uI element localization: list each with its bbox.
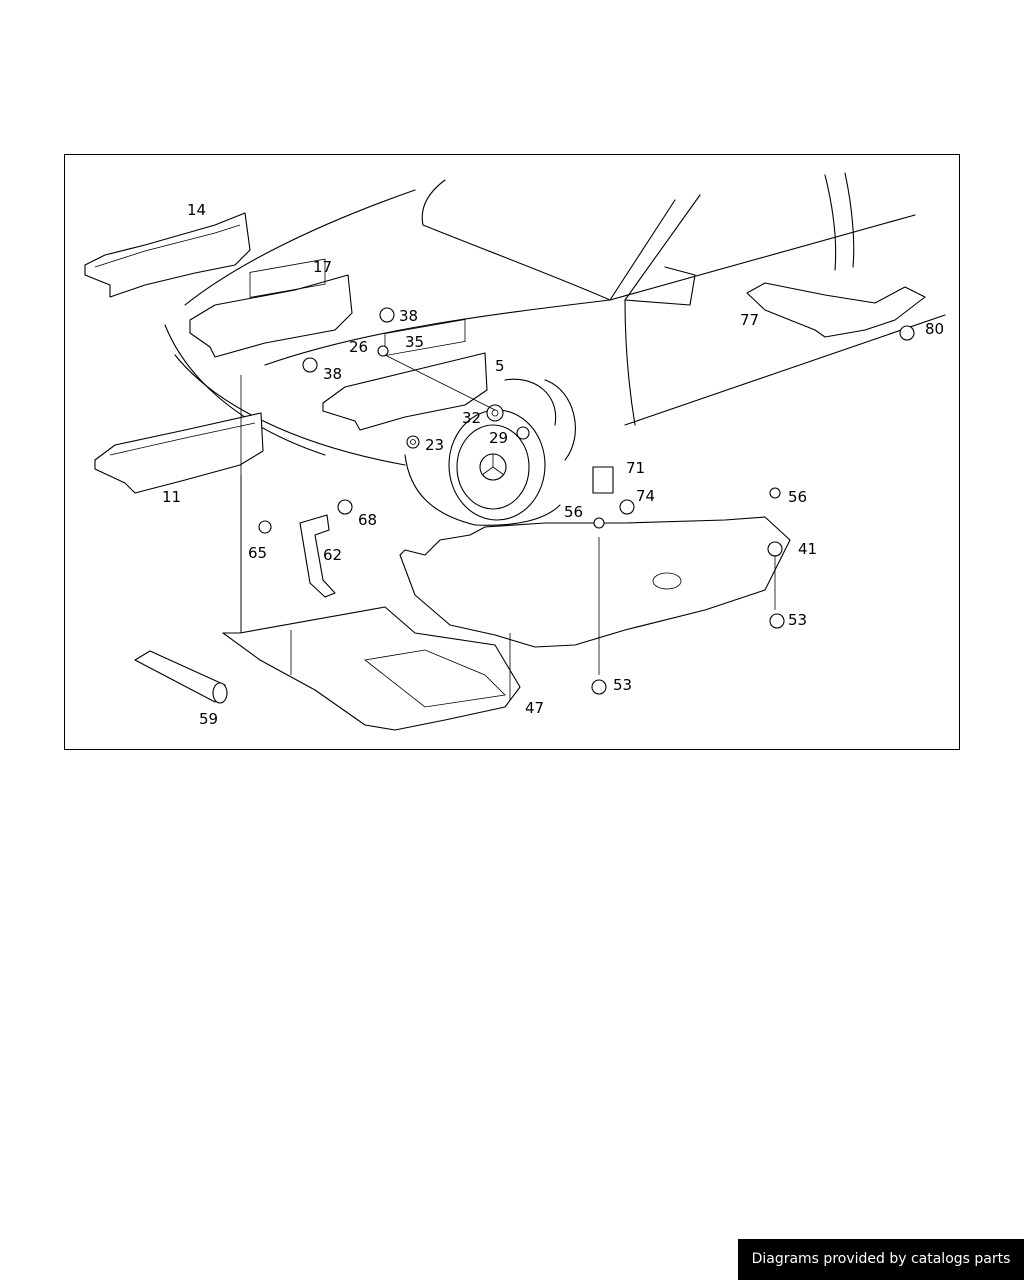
hose-59	[134, 650, 228, 704]
part-label-11: 11	[162, 488, 182, 506]
fasteners	[258, 307, 915, 695]
part-label-17: 17	[313, 258, 333, 276]
exploded-view-drawing	[84, 172, 946, 731]
part-label-38-lower: 38	[323, 365, 343, 383]
diagram-credit-banner: Diagrams provided by catalogs parts	[738, 1239, 1024, 1280]
part-label-65: 65	[248, 544, 268, 562]
part-label-29: 29	[489, 429, 509, 447]
part-label-23: 23	[425, 436, 445, 454]
part-label-53-center: 53	[613, 676, 633, 694]
trim-77	[746, 282, 926, 338]
car-body-outline	[164, 172, 946, 526]
part-label-47: 47	[525, 699, 545, 717]
part-label-77: 77	[740, 311, 760, 329]
panel-14	[84, 212, 251, 298]
part-label-35: 35	[405, 333, 425, 351]
splash-shield-41	[399, 516, 791, 648]
part-label-38-upper: 38	[399, 307, 419, 325]
strap-62	[299, 514, 336, 598]
part-label-80: 80	[925, 320, 945, 338]
part-label-41: 41	[798, 540, 818, 558]
part-label-56-left: 56	[564, 503, 584, 521]
panel-5	[322, 318, 488, 431]
part-label-74: 74	[636, 487, 656, 505]
undertray-47	[222, 606, 521, 731]
part-label-56-right: 56	[788, 488, 808, 506]
part-label-32: 32	[462, 409, 482, 427]
part-label-14: 14	[187, 201, 207, 219]
part-label-71: 71	[626, 459, 646, 477]
parts-diagram: 14 17 38 26 35 38 5 32 29 23 11 77 80 71…	[64, 154, 960, 750]
part-label-59: 59	[199, 710, 219, 728]
part-label-5: 5	[495, 357, 505, 375]
part-label-26: 26	[349, 338, 369, 356]
part-label-53-right: 53	[788, 611, 808, 629]
panel-11	[94, 412, 264, 494]
part-label-68: 68	[358, 511, 378, 529]
leader-lines	[240, 354, 776, 700]
part-label-62: 62	[323, 546, 343, 564]
panel-17	[189, 258, 353, 358]
